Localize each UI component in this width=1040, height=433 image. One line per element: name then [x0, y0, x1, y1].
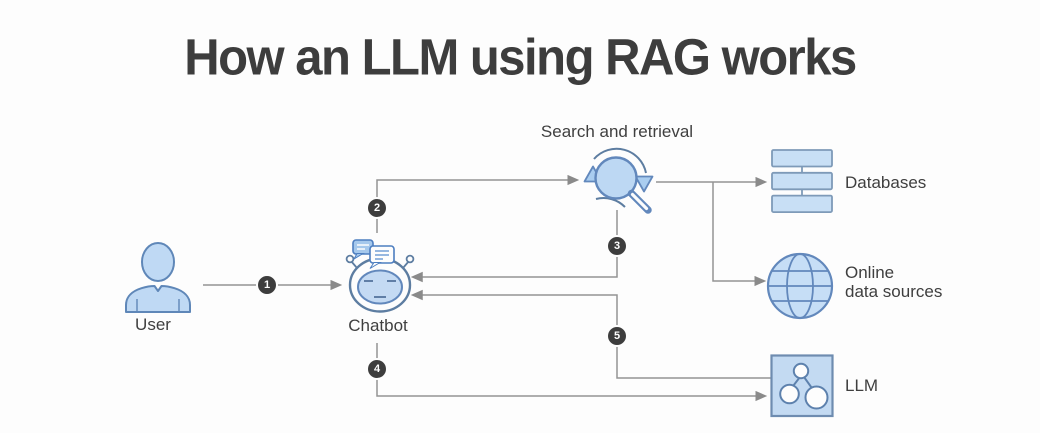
step-badge-2: 2: [366, 197, 388, 219]
step-badge-3: 3: [606, 235, 628, 257]
edge-search-to-chatbot: [410, 210, 618, 283]
edge-llm-to-chatbot: [410, 289, 771, 379]
speech-bubbles-icon: [352, 239, 395, 269]
edge-chatbot-to-llm: [376, 343, 768, 402]
databases-icon: [771, 149, 833, 214]
online-label-line1: Online: [845, 263, 895, 282]
edge-chatbot-to-search: [376, 174, 580, 233]
databases-label: Databases: [845, 173, 927, 192]
step-badge-5: 5: [606, 325, 628, 347]
edge-search-to-online: [712, 182, 767, 287]
step-badge-4: 4: [366, 358, 388, 380]
llm-icon: [770, 354, 834, 418]
user-label: User: [135, 315, 171, 334]
search-retrieval-label: Search and retrieval: [540, 122, 694, 141]
chatbot-icon: [345, 239, 415, 313]
chatbot-label: Chatbot: [348, 316, 408, 335]
online-data-sources-label: Online data sources: [845, 263, 942, 301]
page-title: How an LLM using RAG works: [184, 29, 857, 87]
user-icon: [125, 242, 191, 313]
globe-icon: [766, 252, 834, 320]
step-badge-1: 1: [256, 274, 278, 296]
search-retrieval-icon: [583, 147, 654, 214]
online-label-line2: data sources: [845, 282, 943, 301]
llm-label: LLM: [845, 376, 879, 395]
connector-lines: [203, 174, 771, 402]
